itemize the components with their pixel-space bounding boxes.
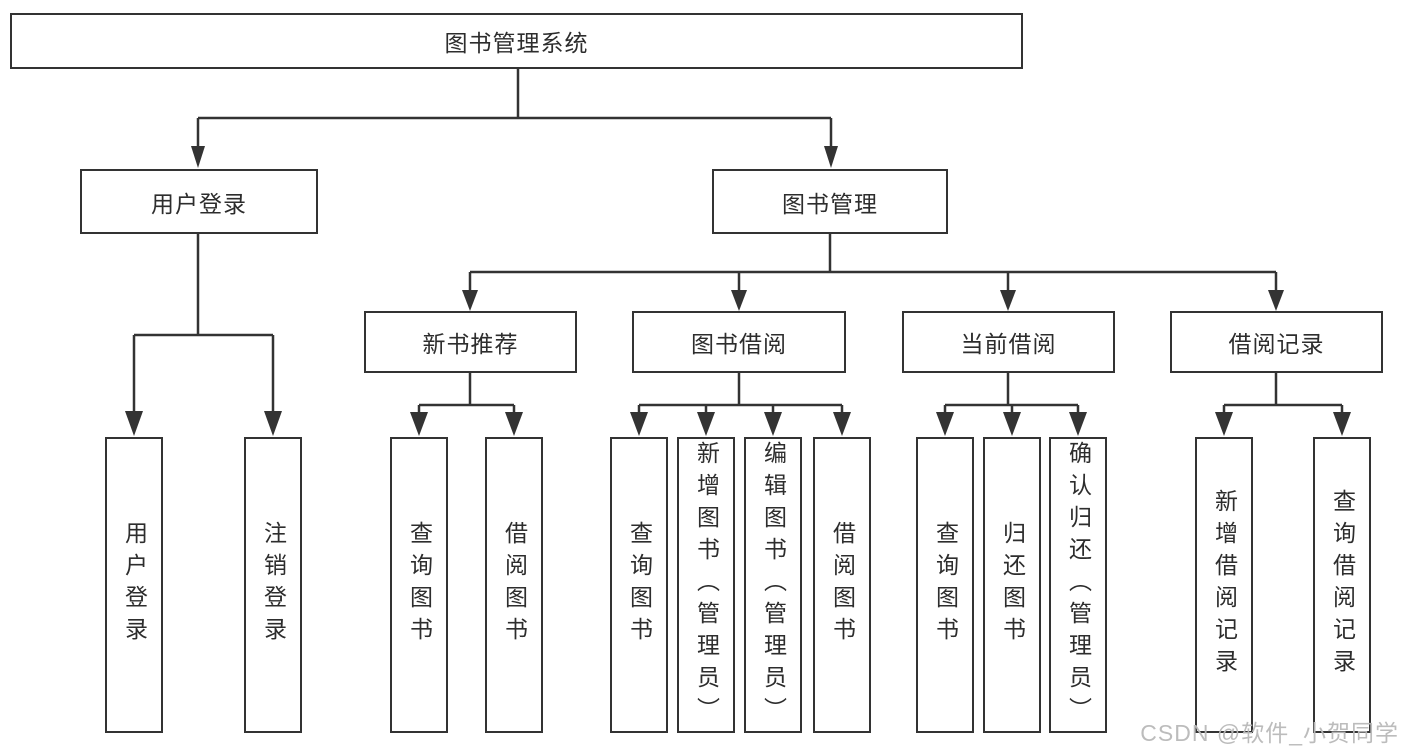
- node-new-book-recommend: 新书推荐: [364, 311, 577, 373]
- leaf-query-book-borrowing: 查询图书: [610, 437, 668, 733]
- arrowheads-borrowing-leaves: [630, 412, 851, 436]
- node-label: 用户登录: [151, 190, 247, 217]
- leaf-label: 确认归还（管理员）: [1065, 441, 1092, 729]
- leaf-label: 查询图书: [932, 521, 959, 649]
- leaf-label: 借阅图书: [829, 521, 856, 649]
- leaf-label: 编辑图书（管理员）: [760, 441, 787, 729]
- leaf-label: 查询借阅记录: [1329, 489, 1356, 681]
- node-label: 图书借阅: [691, 331, 787, 357]
- node-book-management: 图书管理: [712, 169, 948, 234]
- arrowheads-records-leaves: [1215, 412, 1351, 436]
- node-borrowing-records: 借阅记录: [1170, 311, 1383, 373]
- node-current-borrowing: 当前借阅: [902, 311, 1115, 373]
- leaf-borrow-book-newrec: 借阅图书: [485, 437, 543, 733]
- arrowheads-current-leaves: [936, 412, 1087, 436]
- connector-borrowing-to-leaves: [637, 373, 844, 414]
- leaf-label: 归还图书: [999, 521, 1026, 649]
- connector-current-to-leaves: [943, 373, 1080, 414]
- leaf-user-login: 用户登录: [105, 437, 163, 733]
- leaf-label: 用户登录: [121, 521, 148, 649]
- leaf-label: 新增借阅记录: [1211, 489, 1238, 681]
- connector-bookmgmt-to-level3: [468, 234, 1278, 292]
- leaf-label: 查询图书: [406, 521, 433, 649]
- leaf-add-book-admin: 新增图书（管理员）: [677, 437, 735, 733]
- leaf-query-borrow-record: 查询借阅记录: [1313, 437, 1371, 733]
- leaf-label: 注销登录: [260, 521, 287, 649]
- connector-newrec-to-leaves: [417, 373, 516, 414]
- arrowheads-level2: [191, 146, 838, 168]
- leaf-label: 新增图书（管理员）: [693, 441, 720, 729]
- arrowheads-level3: [462, 290, 1284, 311]
- leaf-borrow-book-borrowing: 借阅图书: [813, 437, 871, 733]
- leaf-confirm-return-admin: 确认归还（管理员）: [1049, 437, 1107, 733]
- connector-records-to-leaves: [1222, 373, 1344, 414]
- leaf-add-borrow-record: 新增借阅记录: [1195, 437, 1253, 733]
- leaf-return-book: 归还图书: [983, 437, 1041, 733]
- node-label: 图书管理: [782, 190, 878, 217]
- node-system-root: 图书管理系统: [10, 13, 1023, 69]
- leaf-logout: 注销登录: [244, 437, 302, 733]
- leaf-label: 借阅图书: [501, 521, 528, 649]
- leaf-query-book-current: 查询图书: [916, 437, 974, 733]
- node-label: 当前借阅: [960, 331, 1057, 357]
- leaf-query-book-newrec: 查询图书: [390, 437, 448, 733]
- node-label: 图书管理系统: [444, 30, 589, 56]
- csdn-watermark: CSDN @软件_小贺同学: [1140, 720, 1399, 746]
- node-label: 新书推荐: [422, 331, 519, 357]
- leaf-edit-book-admin: 编辑图书（管理员）: [744, 437, 802, 733]
- connector-root-to-level2: [196, 69, 833, 148]
- connector-userlogin-to-leaves: [132, 234, 275, 413]
- node-label: 借阅记录: [1228, 331, 1325, 357]
- leaf-label: 查询图书: [626, 521, 653, 649]
- arrowheads-newrec-leaves: [410, 412, 523, 436]
- node-user-login: 用户登录: [80, 169, 318, 234]
- node-book-borrowing: 图书借阅: [632, 311, 846, 373]
- arrowheads-userlogin-leaves: [125, 411, 282, 436]
